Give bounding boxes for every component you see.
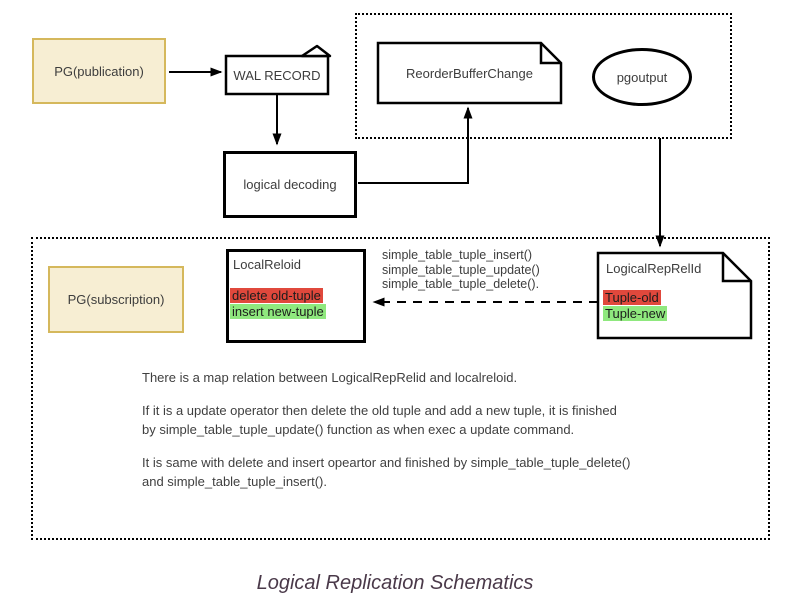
subscription-group-box xyxy=(31,237,770,540)
subscription-label: PG(subscription) xyxy=(67,292,165,307)
logical-rep-rel-id-rows: Tuple-old Tuple-new xyxy=(603,290,668,321)
wal-record-label: WAL RECORD xyxy=(233,67,321,83)
tuple-old-row: Tuple-old xyxy=(603,290,661,305)
reorder-buffer-change-shape xyxy=(376,41,563,105)
fn-update-label: simple_table_tuple_update() xyxy=(382,262,540,277)
folded-corner-icon xyxy=(300,44,332,58)
pgoutput-label: pgoutput xyxy=(616,69,668,85)
logical-decoding-node: logical decoding xyxy=(223,151,357,218)
reorder-buffer-change-node: ReorderBufferChange xyxy=(378,43,561,103)
note-paragraph: If it is a update operator then delete t… xyxy=(142,403,617,437)
wal-record-node: WAL RECORD xyxy=(226,56,328,94)
delete-old-tuple-row: delete old-tuple xyxy=(230,288,323,303)
logical-rep-rel-id-title: LogicalRepRelId xyxy=(606,261,702,276)
logical-decoding-label: logical decoding xyxy=(243,177,337,192)
explanation-notes: There is a map relation between LogicalR… xyxy=(142,368,631,491)
note-paragraph: It is same with delete and insert opeart… xyxy=(142,455,631,489)
arrow-decoding-to-reorderbuffer xyxy=(358,106,473,184)
publisher-output-group-box xyxy=(355,13,732,139)
pgoutput-node: pgoutput xyxy=(592,48,692,106)
diagram-caption: Logical Replication Schematics xyxy=(256,572,534,594)
wal-record-shape xyxy=(224,44,332,96)
local-reloid-title: LocalReloid xyxy=(233,257,301,272)
tuple-new-row: Tuple-new xyxy=(603,305,668,321)
local-reloid-rows: delete old-tuple insert new-tuple xyxy=(230,288,326,319)
fn-delete-label: simple_table_tuple_delete(). xyxy=(382,277,540,291)
fn-insert-label: simple_table_tuple_insert() xyxy=(382,248,533,262)
publication-node: PG(publication) xyxy=(32,38,166,104)
note-paragraph: There is a map relation between LogicalR… xyxy=(142,370,518,385)
folded-corner-icon xyxy=(539,43,561,65)
folded-corner-icon xyxy=(721,253,751,283)
subscription-node: PG(subscription) xyxy=(48,266,184,333)
publication-label: PG(publication) xyxy=(54,63,144,79)
reorder-buffer-change-label: ReorderBufferChange xyxy=(406,65,533,81)
tuple-function-labels: simple_table_tuple_insert() simple_table… xyxy=(382,248,540,292)
insert-new-tuple-row: insert new-tuple xyxy=(230,303,326,319)
